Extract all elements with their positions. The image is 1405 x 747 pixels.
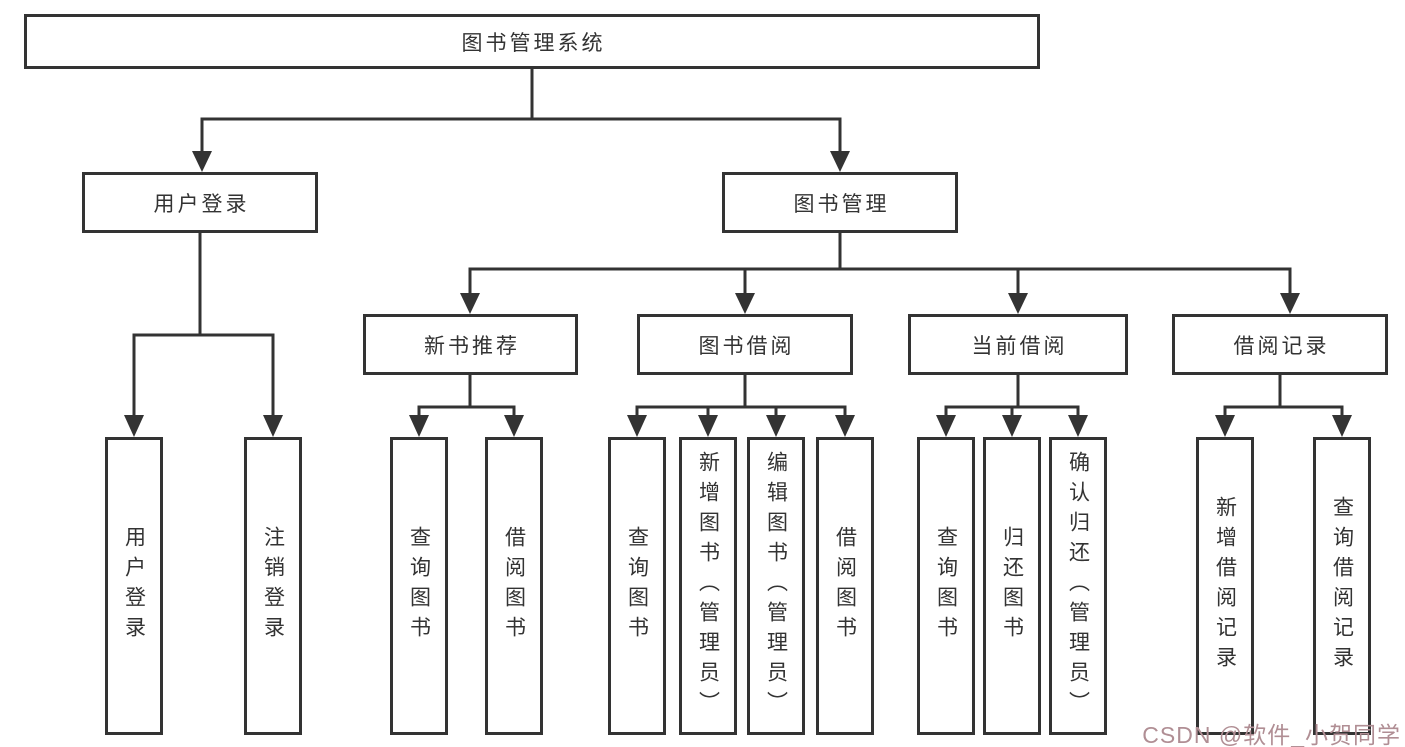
leaf-borrow-books-label: 借阅图书 [833, 526, 857, 646]
leaf-add-borrow-record: 新增借阅记录 [1196, 437, 1254, 735]
leaf-confirm-return-admin-label: 确认归还（管理员） [1066, 451, 1090, 721]
node-book-borrow: 图书借阅 [637, 314, 853, 375]
leaf-borrow-query-books: 查询图书 [608, 437, 666, 735]
node-user-login-label: 用户登录 [153, 192, 250, 216]
leaf-user-login: 用户登录 [105, 437, 163, 735]
leaf-edit-books-admin: 编辑图书（管理员） [747, 437, 805, 735]
leaf-user-login-label: 用户登录 [122, 526, 146, 646]
node-borrow-record-label: 借阅记录 [1233, 334, 1330, 358]
leaf-query-borrow-record-label: 查询借阅记录 [1330, 496, 1354, 676]
node-book-borrow-label: 图书借阅 [698, 334, 795, 358]
node-current-borrow-label: 当前借阅 [971, 334, 1068, 358]
leaf-add-books-admin: 新增图书（管理员） [679, 437, 737, 735]
node-new-book-recommend-label: 新书推荐 [424, 334, 520, 358]
node-root: 图书管理系统 [24, 14, 1040, 69]
node-current-borrow: 当前借阅 [908, 314, 1128, 375]
node-root-label: 图书管理系统 [461, 31, 606, 55]
leaf-borrow-books: 借阅图书 [816, 437, 874, 735]
leaf-return-books-label: 归还图书 [1000, 526, 1024, 646]
leaf-recommend-query-books-label: 查询图书 [407, 526, 431, 646]
leaf-add-books-admin-label: 新增图书（管理员） [696, 451, 720, 721]
leaf-edit-books-admin-label: 编辑图书（管理员） [764, 451, 788, 721]
leaf-return-books: 归还图书 [983, 437, 1041, 735]
leaf-recommend-borrow-books: 借阅图书 [485, 437, 543, 735]
csdn-watermark: CSDN @软件_小贺同学 [1142, 722, 1401, 747]
node-book-management-label: 图书管理 [793, 192, 890, 216]
leaf-logout-label: 注销登录 [261, 526, 285, 646]
leaf-recommend-query-books: 查询图书 [390, 437, 448, 735]
leaf-recommend-borrow-books-label: 借阅图书 [502, 526, 526, 646]
leaf-borrow-query-books-label: 查询图书 [625, 526, 649, 646]
node-borrow-record: 借阅记录 [1172, 314, 1388, 375]
leaf-logout: 注销登录 [244, 437, 302, 735]
leaf-add-borrow-record-label: 新增借阅记录 [1213, 496, 1237, 676]
leaf-confirm-return-admin: 确认归还（管理员） [1049, 437, 1107, 735]
leaf-current-query-books-label: 查询图书 [934, 526, 958, 646]
node-new-book-recommend: 新书推荐 [363, 314, 578, 375]
node-user-login: 用户登录 [82, 172, 318, 233]
node-book-management: 图书管理 [722, 172, 958, 233]
leaf-query-borrow-record: 查询借阅记录 [1313, 437, 1371, 735]
leaf-current-query-books: 查询图书 [917, 437, 975, 735]
